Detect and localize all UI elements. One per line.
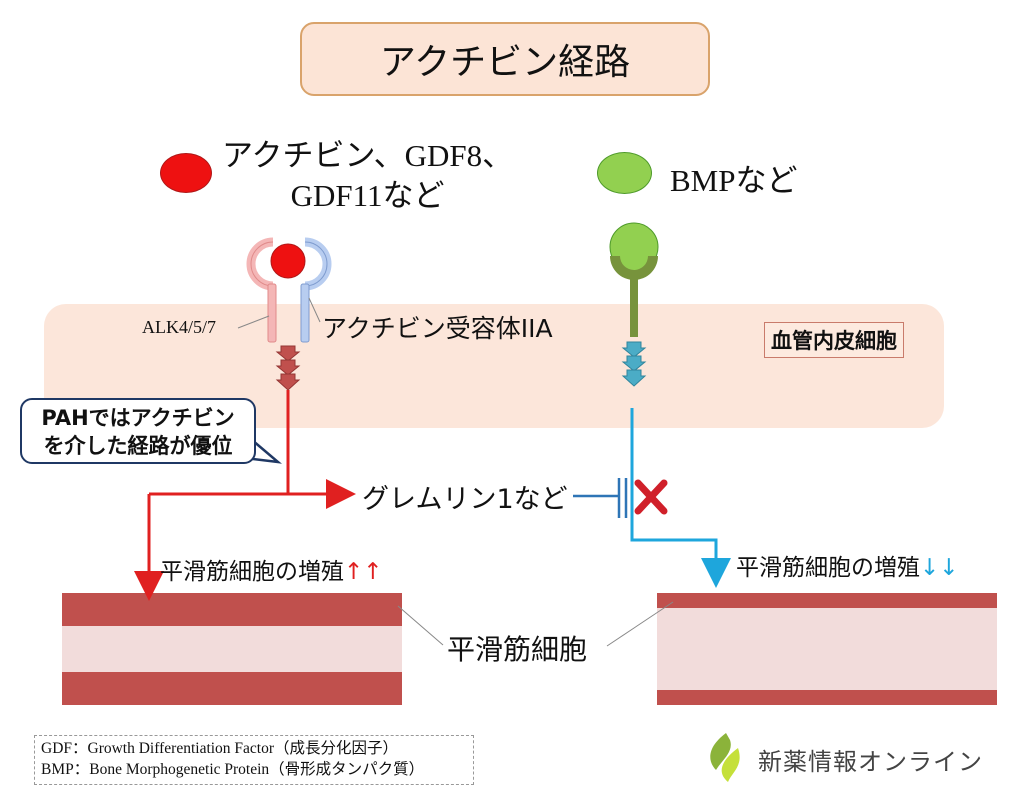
- activin-ligand-label-line1: アクチビン、GDF8、: [222, 138, 514, 173]
- bmp-ligand-label: BMPなど: [670, 163, 798, 198]
- bmp-signal-path: [630, 408, 731, 588]
- legend-bmp: BMP：Bone Morphogenetic Protein（骨形成タンパク質）: [41, 761, 425, 778]
- activin-ligand-label: アクチビン、GDF8、 GDF11など: [222, 136, 513, 216]
- proliferation-decrease-label: 平滑筋細胞の増殖↓↓: [736, 548, 959, 582]
- site-logo-text[interactable]: 新薬情報オンライン: [758, 748, 983, 776]
- up-arrows-icon: ↑↑: [344, 559, 383, 585]
- activin-ligand-icon: [160, 153, 212, 193]
- vessel-lumen: [657, 608, 997, 690]
- vessel-wall-bottom: [62, 672, 402, 705]
- gremlin-inhibition-icon: [573, 478, 628, 518]
- legend-gdf: GDF：Growth Differentiation Factor（成長分化因子…: [41, 740, 399, 757]
- bmp-ligand-icon: [597, 152, 652, 194]
- bound-activin-icon: [270, 243, 306, 279]
- alk-receptor-icon: [246, 237, 277, 343]
- proliferation-text: 平滑筋細胞の増殖: [736, 555, 920, 581]
- bmp-receptor-icon: [609, 222, 659, 337]
- smooth-muscle-label: 平滑筋細胞: [447, 633, 588, 666]
- proliferation-increase-label: 平滑筋細胞の増殖↑↑: [160, 552, 383, 586]
- vessel-wall-top: [657, 593, 997, 608]
- activin-receptor-label-text: アクチビン受容体IIA: [322, 314, 553, 343]
- diagram-title: アクチビン経路: [300, 22, 710, 96]
- pah-callout: PAHではアクチビン を介した経路が優位: [20, 398, 256, 464]
- smc-leader-right: [606, 601, 674, 647]
- callout-line1: PAHではアクチビン: [41, 406, 235, 430]
- receptor-leader-line: [308, 297, 321, 323]
- activin-receptor-label: アクチビン受容体IIA: [322, 309, 553, 345]
- alk-leader-line: [237, 315, 270, 329]
- leaf-flame-icon: [710, 733, 740, 782]
- vessel-wall-top: [62, 593, 402, 626]
- abbreviation-legend: GDF：Growth Differentiation Factor（成長分化因子…: [34, 735, 474, 785]
- callout-line2: を介した経路が優位: [43, 434, 233, 458]
- activin-cascade-icon: [275, 345, 301, 391]
- gremlin-label: グレムリン1など: [362, 484, 568, 515]
- bmp-cascade-icon: [621, 341, 647, 387]
- proliferation-text: 平滑筋細胞の増殖: [160, 559, 344, 585]
- smc-leader-left: [397, 605, 444, 646]
- vessel-lumen: [62, 626, 402, 672]
- activin-signal-path: [134, 390, 356, 601]
- smooth-muscle-vessel-thin: [657, 593, 997, 705]
- vessel-wall-bottom: [657, 690, 997, 705]
- blocked-x-icon: [634, 479, 668, 515]
- activin-ligand-label-line2: GDF11など: [290, 178, 445, 213]
- smooth-muscle-vessel-thick: [62, 593, 402, 705]
- alk-receptor-label: ALK4/5/7: [142, 317, 216, 337]
- activin-receptor-iia-icon: [300, 237, 332, 343]
- endothelial-cell-label: 血管内皮細胞: [764, 322, 904, 358]
- down-arrows-icon: ↓↓: [920, 555, 959, 581]
